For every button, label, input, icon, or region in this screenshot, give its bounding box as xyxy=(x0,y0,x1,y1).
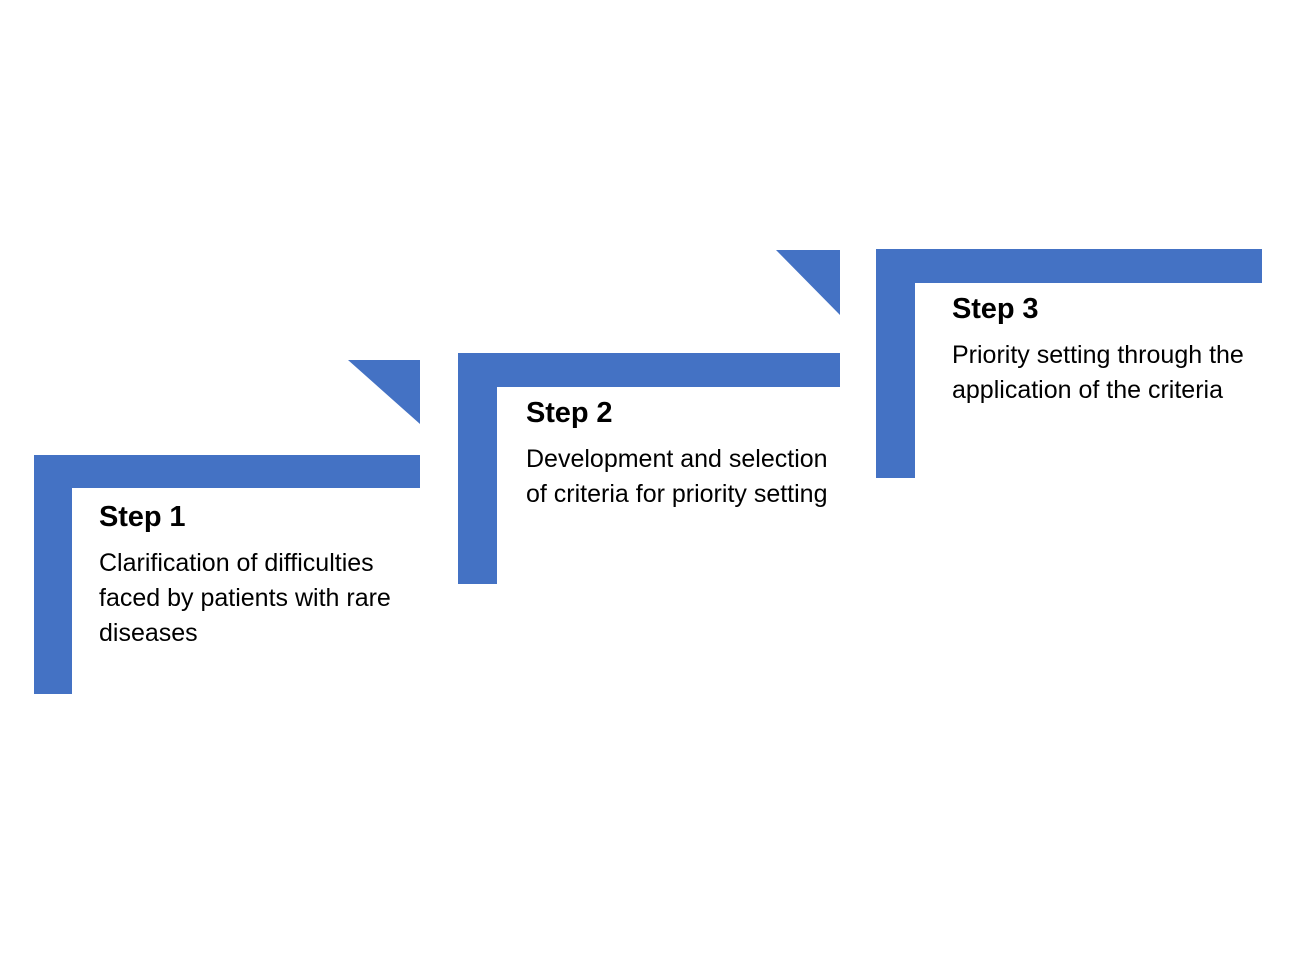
step-1-bracket-vertical-arm xyxy=(34,455,72,694)
step-3-text-block: Step 3 Priority setting through the appl… xyxy=(952,292,1267,408)
connector-triangle-step1-to-step2 xyxy=(348,360,420,424)
step-1-bracket-horizontal-arm xyxy=(34,455,420,488)
step-1-title: Step 1 xyxy=(99,501,186,533)
step-2-title: Step 2 xyxy=(526,397,613,429)
step-2-description: Development and selection of criteria fo… xyxy=(526,445,828,508)
step-3-description: Priority setting through the application… xyxy=(952,341,1244,404)
step-2-bracket-vertical-arm xyxy=(458,353,497,584)
step-3-bracket-vertical-arm xyxy=(876,249,915,478)
step-3-bracket-horizontal-arm xyxy=(876,249,1262,283)
step-1-text-block: Step 1 Clarification of difficulties fac… xyxy=(99,500,399,651)
step-1-description: Clarification of difficulties faced by p… xyxy=(99,549,391,647)
connector-triangle-step2-to-step3 xyxy=(776,250,840,315)
step-3-title: Step 3 xyxy=(952,293,1039,325)
step-2-text-block: Step 2 Development and selection of crit… xyxy=(526,396,836,512)
step-2-bracket-horizontal-arm xyxy=(458,353,840,387)
